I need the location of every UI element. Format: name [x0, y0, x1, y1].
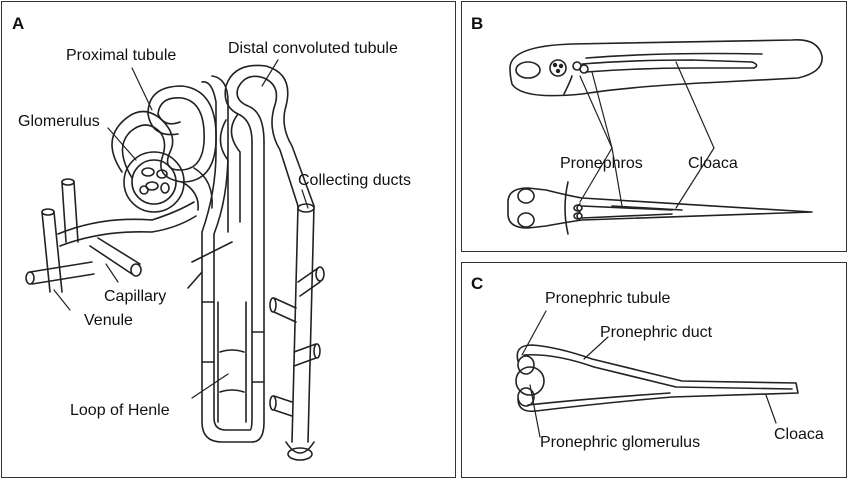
label-pronephric-tubule: Pronephric tubule: [545, 290, 670, 308]
label-cloaca-b: Cloaca: [688, 155, 738, 173]
label-capillary: Capillary: [104, 288, 166, 306]
embryo-lateral-view: [510, 40, 822, 96]
label-venule: Venule: [84, 312, 133, 330]
panel-b: B: [461, 1, 847, 252]
label-loop-of-henle: Loop of Henle: [70, 402, 170, 420]
collecting-duct-shape: [270, 204, 324, 460]
glomerulus-shape: [124, 152, 184, 212]
label-collecting-ducts: Collecting ducts: [298, 172, 411, 190]
panel-c: C Pronephric tubule Pronephric duct Pron…: [461, 262, 847, 478]
loop-of-henle-shape: [188, 76, 264, 442]
label-distal-convoluted-tubule: Distal convoluted tubule: [228, 40, 398, 58]
proximal-tubule-shape: [112, 86, 216, 210]
label-proximal-tubule: Proximal tubule: [66, 47, 176, 65]
pronephros-shape: [516, 345, 798, 411]
distal-tubule-shape: [220, 65, 314, 232]
label-cloaca-c: Cloaca: [774, 426, 824, 444]
label-pronephros: Pronephros: [560, 155, 643, 173]
label-glomerulus: Glomerulus: [18, 113, 100, 131]
embryo-dorsal-view: [508, 182, 812, 234]
zebrafish-drawing: [462, 2, 848, 253]
panel-a: A: [1, 1, 456, 478]
label-pronephric-glomerulus: Pronephric glomerulus: [540, 434, 700, 452]
label-pronephric-duct: Pronephric duct: [600, 324, 712, 342]
panel-a-leaders: [54, 60, 308, 398]
